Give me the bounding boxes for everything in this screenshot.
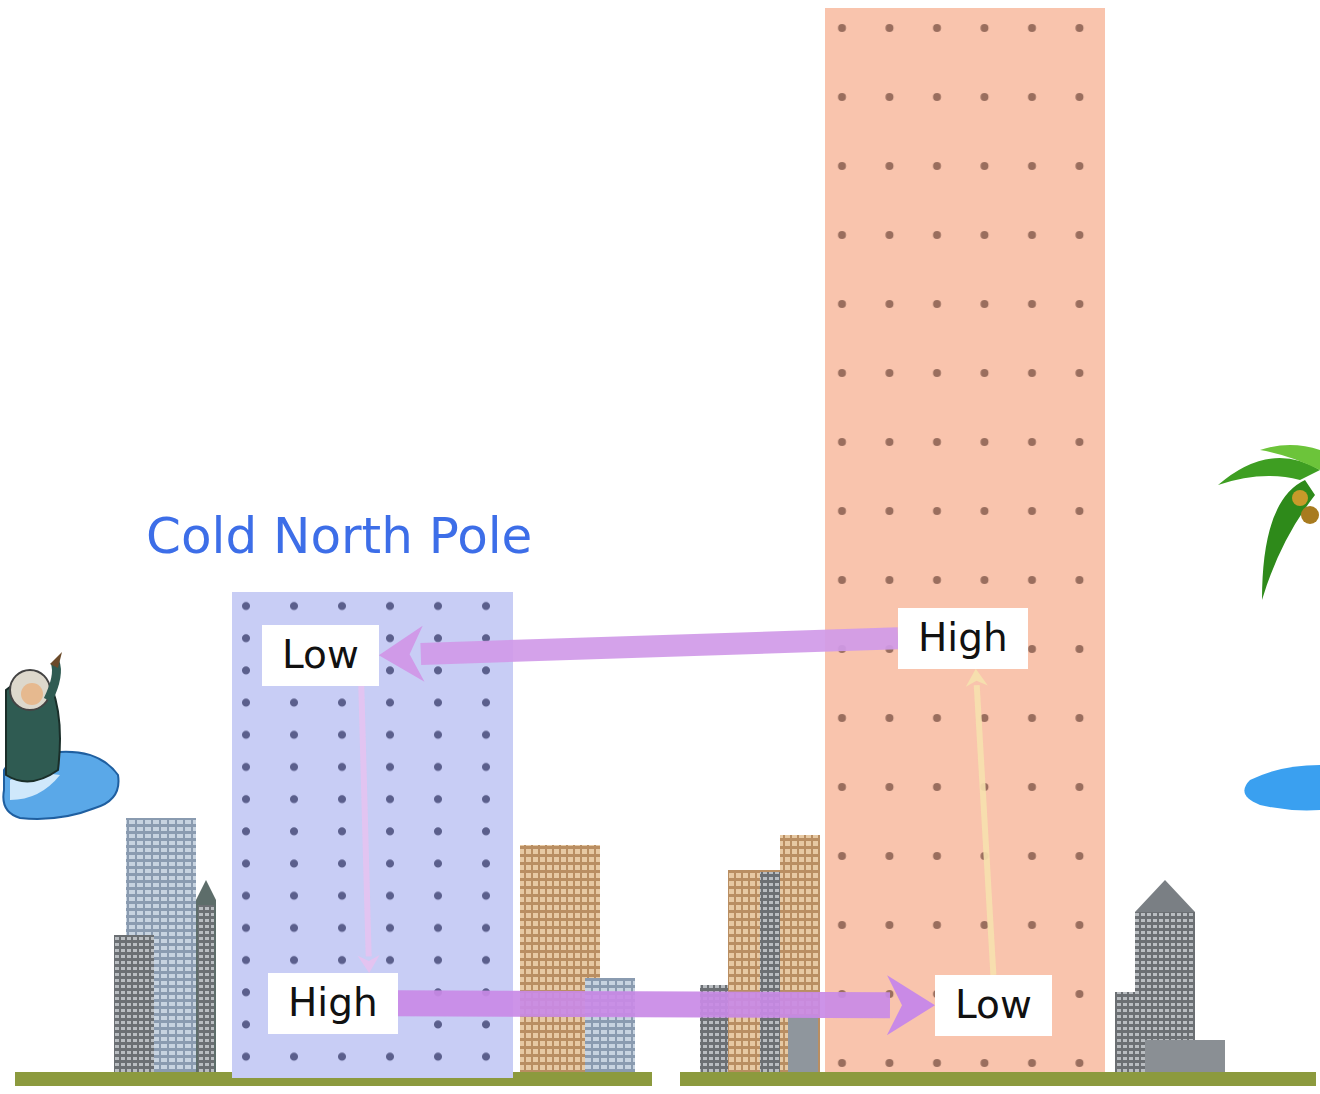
pressure-label: High: [288, 977, 378, 1030]
air-flow-arrow: [421, 638, 898, 654]
warm-air-column: [825, 8, 1105, 1075]
arrowhead: [887, 975, 935, 1035]
pressure-label: Low: [282, 629, 359, 682]
arrowhead: [966, 669, 988, 687]
pressure-label: Low: [955, 979, 1032, 1032]
column-heading: Cold North Pole: [146, 506, 532, 566]
pressure-label-box: Low: [262, 625, 379, 686]
pressure-label: High: [918, 612, 1008, 665]
air-flow-arrow: [398, 1003, 890, 1005]
air-molecules: [825, 8, 1105, 1075]
arrowhead: [379, 626, 425, 682]
palm-tree: [1218, 445, 1320, 600]
eskimo-on-ice: [3, 652, 118, 819]
air-flow-arrow: [977, 685, 994, 975]
pressure-label-box: High: [898, 608, 1028, 669]
pressure-label-box: High: [268, 973, 398, 1034]
pressure-label-box: Low: [935, 975, 1052, 1036]
air-flow-arrow: [361, 686, 368, 957]
ground: [680, 1072, 1316, 1086]
arrowhead: [358, 955, 380, 973]
water-pool: [1244, 765, 1320, 810]
